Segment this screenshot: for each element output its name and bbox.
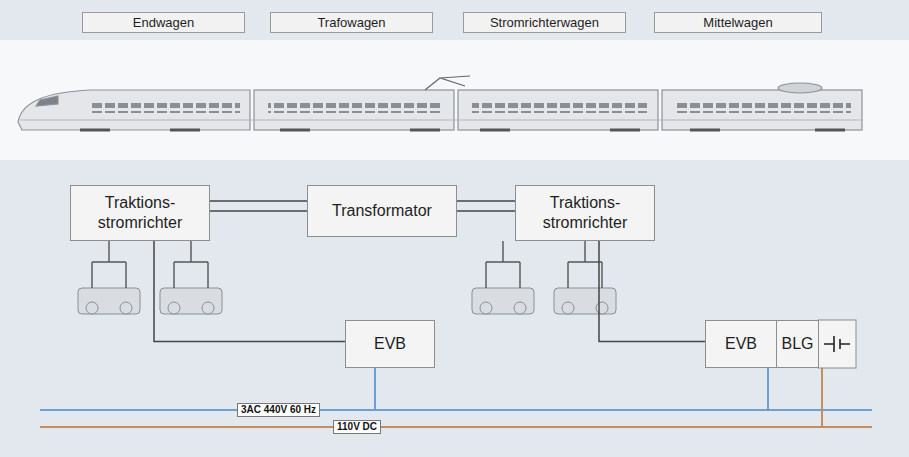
motor-wires xyxy=(92,241,602,288)
box-text: EVB xyxy=(374,334,406,354)
box-text: Transformator xyxy=(332,201,432,221)
battery-symbol xyxy=(818,320,856,368)
converter-box: Traktions- stromrichter xyxy=(70,185,210,241)
ac-bus xyxy=(40,409,872,411)
box-text: Mittelwagen xyxy=(703,15,772,30)
ac-feed xyxy=(374,368,376,410)
train-band xyxy=(0,40,909,160)
aux-supply-box: EVB xyxy=(705,320,777,368)
charger-box: BLG xyxy=(776,320,818,368)
connector xyxy=(154,241,345,342)
bus-label: 110V DC xyxy=(333,420,381,434)
converter-box: Traktions- stromrichter xyxy=(515,185,655,241)
dc-bus xyxy=(40,426,872,428)
transformer-box: Transformator xyxy=(307,185,457,237)
dc-feed xyxy=(821,368,823,427)
car-label: Endwagen xyxy=(82,12,245,33)
bogies xyxy=(78,288,616,314)
box-text: EVB xyxy=(725,334,757,354)
connector xyxy=(599,241,705,342)
train xyxy=(18,76,862,130)
aux-supply-box: EVB xyxy=(345,320,435,368)
bus-label: 3AC 440V 60 Hz xyxy=(237,403,320,417)
car-label: Stromrichterwagen xyxy=(463,12,626,33)
box-text: Trafowagen xyxy=(317,15,385,30)
ac-feed xyxy=(767,368,769,410)
box-text: BLG xyxy=(781,334,813,354)
box-text: Stromrichterwagen xyxy=(490,15,599,30)
connector xyxy=(457,201,515,211)
box-text: Traktions- stromrichter xyxy=(80,193,200,233)
car-label: Mittelwagen xyxy=(654,12,822,33)
connector xyxy=(210,201,307,211)
box-text: Traktions- stromrichter xyxy=(525,193,645,233)
car-label: Trafowagen xyxy=(270,12,433,33)
box-text: Endwagen xyxy=(133,15,194,30)
